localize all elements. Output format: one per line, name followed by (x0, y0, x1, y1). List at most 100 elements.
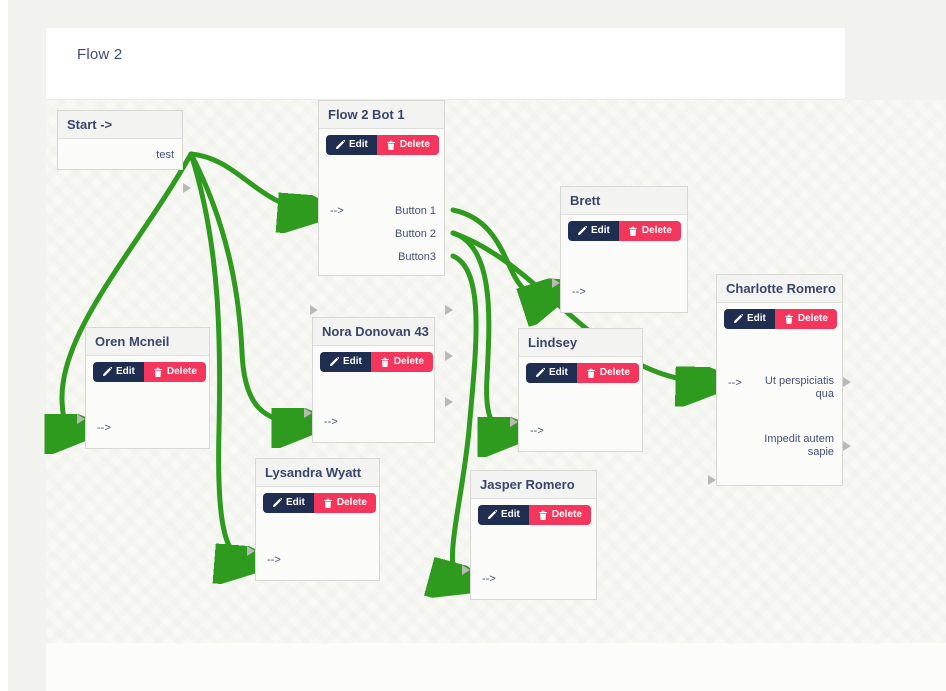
edit-button[interactable]: Edit (263, 493, 314, 513)
triangle-connector-icon[interactable] (183, 183, 191, 193)
pencil-icon (536, 368, 545, 377)
in-port[interactable]: --> (482, 573, 496, 585)
flow-link[interactable] (62, 151, 194, 429)
in-port[interactable]: --> (530, 425, 544, 437)
node-brett[interactable]: Brett Edit Delete --> (552, 186, 688, 313)
in-port[interactable]: --> (728, 377, 742, 389)
in-port[interactable]: --> (572, 286, 586, 298)
in-port[interactable]: --> (330, 205, 344, 217)
pencil-icon (330, 357, 339, 366)
flow-link[interactable] (188, 151, 304, 423)
delete-button[interactable]: Delete (370, 352, 433, 372)
edit-button[interactable]: Edit (478, 505, 529, 525)
flow-link[interactable] (452, 253, 479, 580)
edit-label: Edit (747, 313, 766, 324)
edit-label: Edit (501, 509, 520, 520)
delete-button[interactable]: Delete (576, 363, 639, 383)
node-title[interactable]: Start -> (58, 111, 182, 139)
trash-icon (153, 367, 162, 377)
port-row: --> (77, 414, 209, 439)
pencil-icon (488, 510, 497, 519)
in-port[interactable]: --> (324, 416, 338, 428)
delete-button[interactable]: Delete (774, 309, 837, 329)
triangle-connector-icon[interactable] (552, 278, 560, 288)
out-port-impedit-autem[interactable]: Impedit autem sapie (764, 433, 834, 458)
edit-label: Edit (116, 366, 135, 377)
pencil-icon (273, 498, 282, 507)
delete-button[interactable]: Delete (143, 362, 206, 382)
flow-link[interactable] (450, 230, 708, 382)
node-oren-mcneil[interactable]: Oren Mcneil Edit Delete --> (77, 327, 210, 449)
node-title[interactable]: Oren Mcneil (86, 328, 209, 356)
edit-label: Edit (286, 497, 305, 508)
port-row: --> (304, 408, 434, 433)
delete-button[interactable]: Delete (313, 493, 376, 513)
triangle-connector-icon[interactable] (445, 397, 453, 407)
out-port-button-2[interactable]: Button 2 (395, 228, 436, 240)
triangle-connector-icon[interactable] (310, 305, 318, 315)
in-port[interactable]: --> (267, 554, 281, 566)
trash-icon (386, 140, 395, 150)
in-port[interactable]: --> (97, 422, 111, 434)
trash-icon (380, 357, 389, 367)
node-title[interactable]: Nora Donovan 43 (313, 318, 434, 346)
edit-button[interactable]: Edit (326, 135, 377, 155)
flow-link[interactable] (450, 207, 552, 295)
delete-label: Delete (166, 366, 197, 377)
node-actions: Edit Delete (568, 221, 681, 241)
edit-label: Edit (591, 225, 610, 236)
flow-link[interactable] (188, 151, 310, 210)
triangle-connector-icon[interactable] (445, 351, 453, 361)
node-title[interactable]: Lysandra Wyatt (256, 459, 379, 487)
port-row: Button 2 (319, 223, 453, 361)
node-actions: Edit Delete (478, 505, 591, 525)
flow-link[interactable] (188, 151, 247, 561)
node-nora-donovan-43[interactable]: Nora Donovan 43 Edit Delete --> (304, 317, 435, 443)
port-row: --> (510, 417, 642, 442)
delete-label: Delete (393, 356, 424, 367)
delete-button[interactable]: Delete (618, 221, 681, 241)
pencil-icon (336, 140, 345, 149)
port-row: --> (247, 546, 379, 571)
edit-button[interactable]: Edit (93, 362, 144, 382)
pencil-icon (103, 367, 112, 376)
out-port-test[interactable]: test (156, 149, 174, 161)
out-port-button3[interactable]: Button3 (398, 251, 436, 263)
node-charlotte-romero[interactable]: Charlotte Romero Edit Delete --> Ut pers… (708, 274, 851, 486)
node-title[interactable]: Jasper Romero (471, 471, 596, 499)
edit-button[interactable]: Edit (568, 221, 619, 241)
delete-label: Delete (336, 497, 367, 508)
node-lindsey[interactable]: Lindsey Edit Delete --> (510, 328, 643, 452)
delete-button[interactable]: Delete (376, 135, 439, 155)
out-port-button-1[interactable]: Button 1 (395, 205, 436, 217)
triangle-connector-icon[interactable] (77, 414, 85, 424)
triangle-connector-icon[interactable] (708, 475, 716, 485)
edit-button[interactable]: Edit (526, 363, 577, 383)
node-title[interactable]: Flow 2 Bot 1 (319, 101, 444, 129)
triangle-connector-icon[interactable] (462, 565, 470, 575)
out-port-ut-perspiciatis[interactable]: Ut perspiciatis qua (764, 375, 834, 400)
node-title[interactable]: Charlotte Romero (717, 275, 842, 303)
canvas-bottom-strip (46, 643, 946, 691)
triangle-connector-icon[interactable] (304, 408, 312, 418)
edit-button[interactable]: Edit (320, 352, 371, 372)
edit-label: Edit (343, 356, 362, 367)
triangle-connector-icon[interactable] (445, 305, 453, 315)
node-title[interactable]: Lindsey (519, 329, 642, 357)
node-start[interactable]: Start -> test (57, 110, 191, 193)
triangle-connector-icon[interactable] (843, 441, 851, 451)
node-lysandra-wyatt[interactable]: Lysandra Wyatt Edit Delete --> (247, 458, 380, 581)
triangle-connector-icon[interactable] (510, 417, 518, 427)
node-jasper-romero[interactable]: Jasper Romero Edit Delete --> (462, 470, 597, 600)
port-row: Button3 (319, 246, 453, 407)
node-title[interactable]: Brett (561, 187, 687, 215)
node-flow-2-bot-1[interactable]: Flow 2 Bot 1 Edit Delete --> Button 1 Bu… (310, 100, 453, 407)
flow-link[interactable] (450, 230, 510, 432)
triangle-connector-icon[interactable] (843, 377, 851, 387)
edit-label: Edit (549, 367, 568, 378)
edit-button[interactable]: Edit (724, 309, 775, 329)
triangle-connector-icon[interactable] (247, 546, 255, 556)
delete-label: Delete (399, 139, 430, 150)
delete-button[interactable]: Delete (528, 505, 591, 525)
